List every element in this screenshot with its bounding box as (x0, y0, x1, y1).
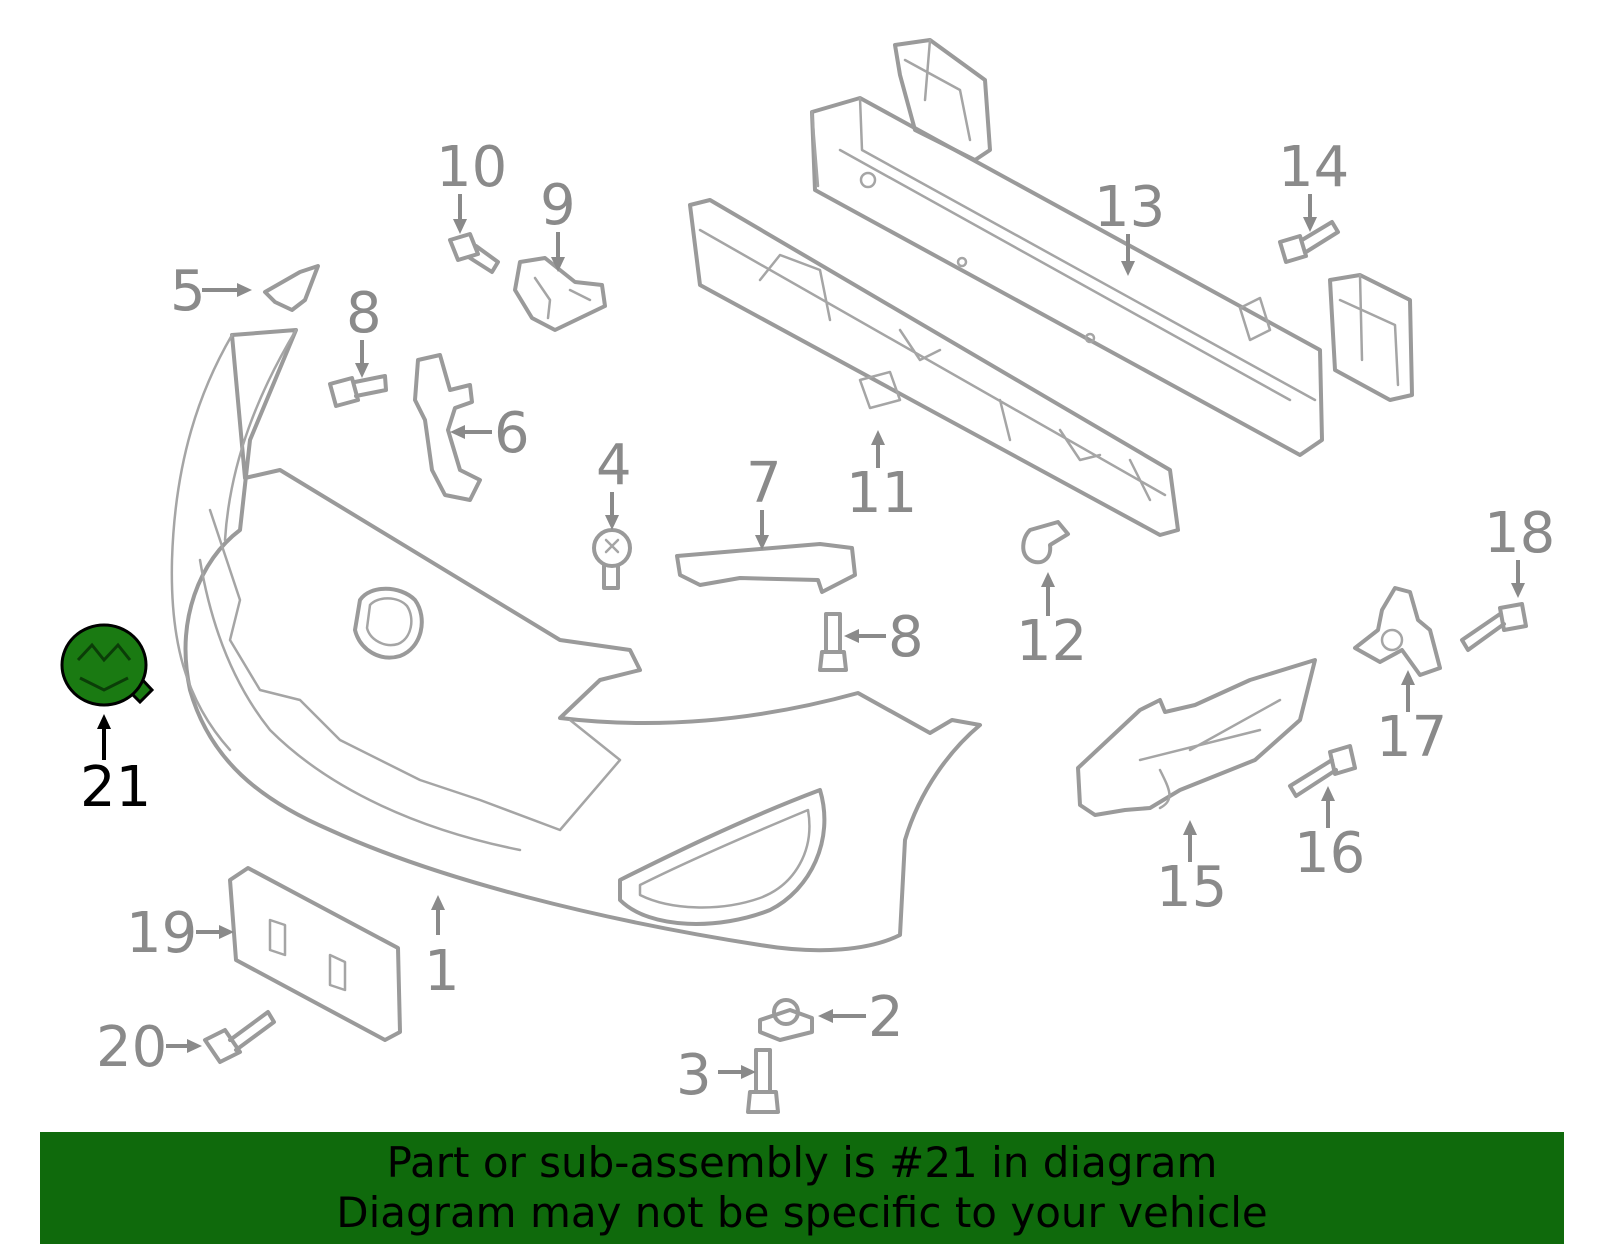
callout-16: 16 (1294, 821, 1365, 886)
callout-17: 17 (1376, 705, 1447, 770)
part-16-bolt (1288, 744, 1357, 798)
part-14-bolt (1278, 220, 1340, 264)
banner-line-1: Part or sub-assembly is #21 in diagram (386, 1138, 1218, 1187)
callout-6: 6 (494, 401, 530, 466)
part-11-absorber (688, 198, 1180, 537)
part-13-reinforcement (810, 38, 1414, 457)
banner-line-2: Diagram may not be specific to your vehi… (336, 1188, 1268, 1237)
callout-2: 2 (868, 985, 904, 1050)
part-9-bracket (513, 256, 607, 332)
part-10-bolt (448, 232, 500, 274)
callout-18: 18 (1484, 501, 1555, 566)
part-4-clip (592, 528, 632, 590)
part-21-emblem (60, 623, 155, 707)
callout-21: 21 (80, 755, 151, 820)
callout-10: 10 (436, 135, 507, 200)
callout-13: 13 (1094, 175, 1165, 240)
leader-lines (97, 194, 1525, 1079)
callout-1: 1 (424, 939, 460, 1004)
callout-20: 20 (96, 1015, 167, 1080)
callout-8-lower: 8 (888, 605, 924, 670)
part-2-nut (758, 998, 814, 1042)
part-15-bracket (1076, 658, 1317, 817)
callout-15: 15 (1156, 855, 1227, 920)
callout-3: 3 (676, 1043, 712, 1108)
info-banner: Part or sub-assembly is #21 in diagram D… (40, 1132, 1564, 1244)
callout-11: 11 (846, 461, 917, 526)
callout-4: 4 (596, 433, 632, 498)
part-6-bracket (413, 353, 482, 502)
part-12-clip (1021, 520, 1070, 565)
callout-9: 9 (540, 173, 576, 238)
part-7-bracket (675, 542, 857, 594)
callout-12: 12 (1016, 609, 1087, 674)
callout-7: 7 (746, 451, 782, 516)
part-18-bolt (1460, 602, 1528, 652)
part-20-bolt (203, 1010, 276, 1064)
part-19-plate (228, 866, 402, 1042)
part-5-bracket (263, 264, 320, 312)
part-17-bracket (1353, 586, 1442, 677)
part-1-bumper-cover (170, 328, 982, 953)
callout-8-upper: 8 (346, 281, 382, 346)
part-8-bolt-lower (818, 612, 848, 672)
callout-19: 19 (126, 901, 197, 966)
callout-5: 5 (170, 259, 206, 324)
part-8-bolt-upper (328, 374, 388, 408)
callout-14: 14 (1278, 135, 1349, 200)
part-3-bolt (746, 1048, 780, 1114)
callout-labels: 1 2 3 4 5 6 7 8 8 9 10 11 12 13 14 15 16… (80, 135, 1555, 1108)
